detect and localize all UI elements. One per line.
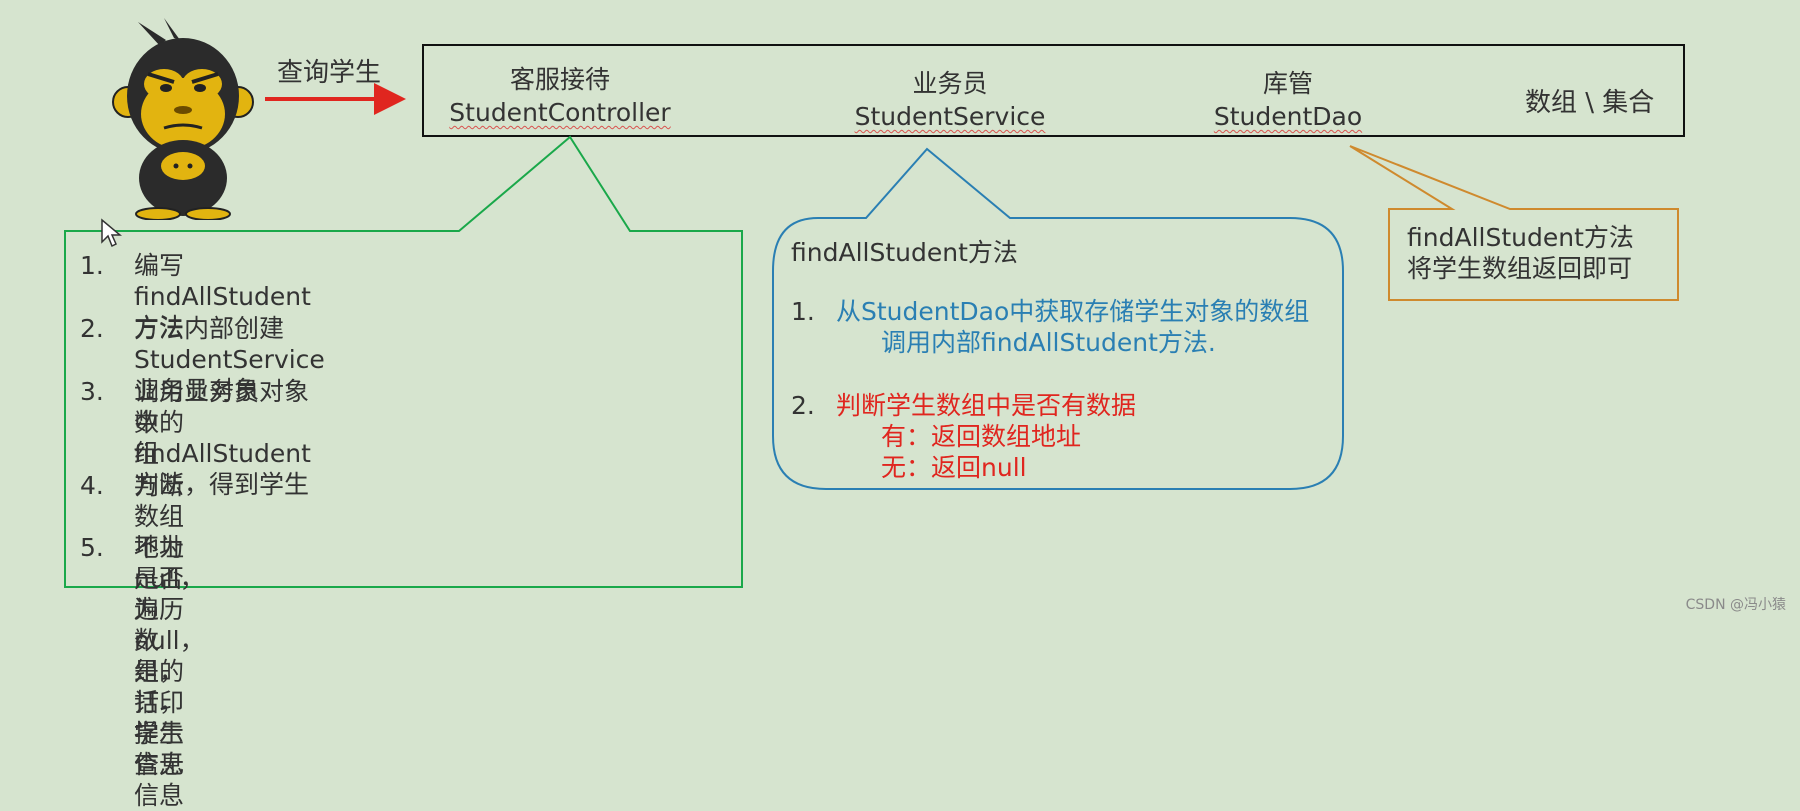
role-dao-code: StudentDao: [1213, 102, 1363, 131]
controller-callout: [64, 135, 743, 588]
service-box-title: findAllStudent方法: [791, 238, 1018, 267]
role-service-title: 业务员: [912, 69, 988, 98]
role-dao: 库管 StudentDao: [1188, 67, 1388, 133]
service-callout: [772, 147, 1344, 490]
watermark: CSDN @冯小猿: [1685, 597, 1786, 613]
diagram-lines: [64, 44, 1685, 588]
dao-box-text: findAllStudent方法 将学生数组返回即可: [1407, 222, 1634, 284]
class-bar: [422, 44, 1685, 137]
role-dao-title: 库管: [1262, 69, 1313, 98]
role-controller-code: StudentController: [449, 98, 671, 127]
role-controller: 客服接待 StudentController: [440, 63, 680, 129]
controller-step-list: 1. 编写findAllStudent方法 2. 方法内部创建StudentSe…: [80, 251, 325, 810]
monkey-mascot-icon: [112, 18, 254, 220]
dao-box-line-1: findAllStudent方法: [1407, 223, 1634, 252]
request-label: 查询学生: [277, 58, 382, 88]
mouse-cursor-icon: [101, 218, 122, 248]
role-controller-title: 客服接待: [509, 65, 610, 94]
storage-label: 数组 \ 集合: [1525, 88, 1655, 118]
dao-box-line-2: 将学生数组返回即可: [1407, 254, 1633, 283]
dao-callout: [1349, 145, 1679, 301]
role-service: 业务员 StudentService: [830, 67, 1070, 133]
role-service-code: StudentService: [854, 102, 1046, 131]
